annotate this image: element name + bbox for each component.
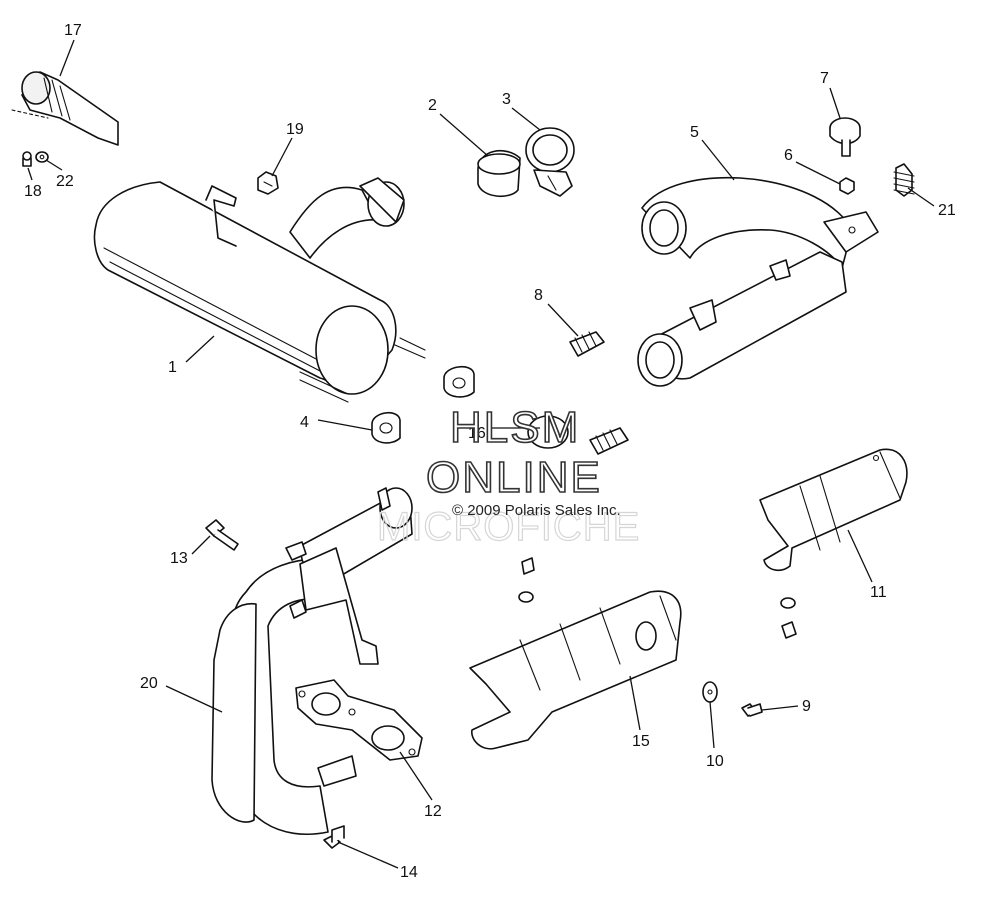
leader-5 xyxy=(701,139,735,181)
callout-11: 11 xyxy=(870,584,887,601)
part-11-hardware xyxy=(518,557,797,639)
callout-2: 2 xyxy=(428,97,437,114)
part-8-spring xyxy=(569,331,605,357)
callout-21: 21 xyxy=(938,202,956,219)
callout-13: 13 xyxy=(170,550,188,567)
part-18-screw xyxy=(22,151,32,167)
leader-3 xyxy=(511,107,541,131)
callout-22: 22 xyxy=(56,173,74,190)
watermark-copyright: © 2009 Polaris Sales Inc. xyxy=(452,502,621,519)
part-13-bolt xyxy=(205,519,239,551)
part-5-head-pipe xyxy=(637,176,879,387)
part-9-bolt xyxy=(741,703,763,717)
leader-11 xyxy=(847,529,873,583)
leader-4 xyxy=(317,419,373,431)
part-19-nut xyxy=(257,171,279,195)
callout-7: 7 xyxy=(820,70,829,87)
leader-6 xyxy=(795,161,841,185)
part-10-washer xyxy=(702,681,718,703)
leader-1 xyxy=(185,335,215,363)
part-7-grommet xyxy=(829,117,861,157)
leader-13 xyxy=(191,535,211,555)
part-16-spring xyxy=(589,427,629,455)
part-21-spring xyxy=(893,163,915,197)
callout-6: 6 xyxy=(784,147,793,164)
leader-14 xyxy=(337,841,399,869)
part-2-sleeve xyxy=(477,149,521,197)
part-15-heat-shield xyxy=(469,590,682,750)
callout-20: 20 xyxy=(140,675,158,692)
leader-12 xyxy=(399,751,433,801)
callout-labels: 17 18 22 19 2 3 5 7 6 21 1 8 4 16 13 11 … xyxy=(24,22,956,881)
leader-7 xyxy=(829,87,841,119)
part-17-spark-arrestor xyxy=(11,71,119,146)
leader-18 xyxy=(27,167,33,181)
part-11-heat-shield xyxy=(759,448,908,572)
callout-19: 19 xyxy=(286,121,304,138)
part-4-isolator-a xyxy=(443,366,475,398)
part-16-connector xyxy=(527,415,569,449)
watermark-online: ONLINE xyxy=(426,453,602,502)
leader-15 xyxy=(629,675,641,731)
watermark-hlsm: HLSM xyxy=(450,403,580,452)
callout-16: 16 xyxy=(468,425,486,442)
callout-8: 8 xyxy=(534,287,543,304)
part-20-manifold xyxy=(211,487,413,836)
leader-10 xyxy=(709,701,715,749)
callout-9: 9 xyxy=(802,698,811,715)
callout-10: 10 xyxy=(706,753,724,770)
watermark: MICROFICHE HLSM ONLINE © 2009 Polaris Sa… xyxy=(376,402,640,549)
part-3-clamp xyxy=(525,127,575,197)
callout-14: 14 xyxy=(400,864,418,881)
leader-17 xyxy=(59,39,75,77)
part-22-washer xyxy=(35,151,49,163)
leader-8 xyxy=(547,303,579,337)
callout-1: 1 xyxy=(168,359,177,376)
part-4-isolator-b xyxy=(371,412,401,444)
leader-20 xyxy=(165,685,223,713)
callout-18: 18 xyxy=(24,183,42,200)
part-12-gasket xyxy=(295,679,423,761)
callout-12: 12 xyxy=(424,803,442,820)
callout-3: 3 xyxy=(502,91,511,108)
leader-9 xyxy=(761,705,799,711)
leader-19 xyxy=(271,137,293,177)
part-1-muffler xyxy=(93,177,426,403)
leader-2 xyxy=(439,113,489,157)
callout-4: 4 xyxy=(300,414,309,431)
callout-17: 17 xyxy=(64,22,82,39)
watermark-microfiche: MICROFICHE xyxy=(377,505,640,549)
callout-5: 5 xyxy=(690,124,699,141)
leader-21 xyxy=(907,187,935,207)
part-6-nut xyxy=(839,177,855,195)
callout-15: 15 xyxy=(632,733,650,750)
part-14-bolt xyxy=(323,825,345,849)
leader-lines xyxy=(27,39,935,869)
leader-22 xyxy=(45,159,63,171)
